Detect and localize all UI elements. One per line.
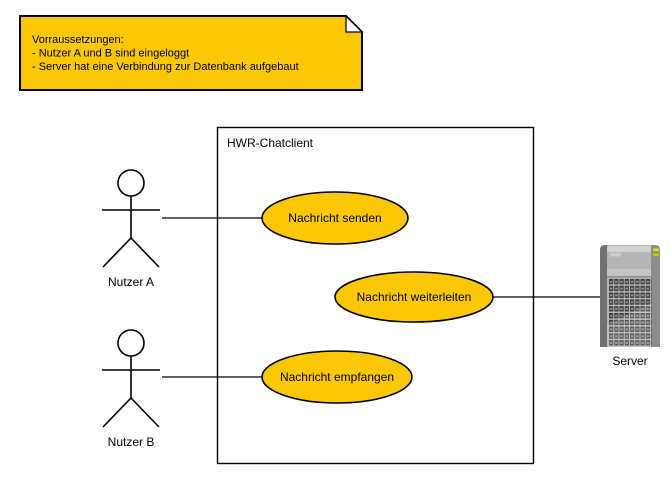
server-band [607, 269, 651, 276]
use-case-label: Nachricht senden [288, 211, 381, 225]
server-vent-grid [609, 279, 652, 347]
server-label: Server [612, 354, 647, 368]
use-case-ellipse [261, 191, 409, 245]
actor-left-leg [102, 397, 132, 428]
server-divider [607, 276, 651, 278]
use-case-nachricht-senden: Nachricht senden [261, 191, 409, 245]
note-line-1: Vorraussetzungen: [32, 34, 124, 46]
use-case-nachricht-weiterleiten: Nachricht weiterleiten [334, 271, 494, 323]
actor-nutzer-a [102, 169, 160, 268]
server-tower-icon [600, 245, 660, 347]
server-led-2 [653, 253, 659, 257]
actor-head [117, 169, 145, 197]
use-case-label: Nachricht weiterleiten [357, 290, 472, 304]
actor-nutzer-b-label: Nutzer B [108, 435, 155, 449]
actor-head [117, 329, 145, 357]
server-left-side [600, 245, 607, 347]
note-preconditions: Vorraussetzungen: - Nutzer A und B sind … [19, 14, 364, 91]
use-case-label: Nachricht empfangen [280, 370, 394, 384]
use-case-ellipse [334, 271, 494, 323]
server-reflection [607, 303, 651, 347]
note-shape [19, 15, 363, 91]
server-led-1 [653, 248, 659, 252]
actor-left-leg [102, 237, 132, 268]
actor-nutzer-a-label: Nutzer A [108, 275, 154, 289]
actor-right-leg [130, 237, 160, 268]
server-right-side [651, 245, 660, 347]
server-top-cap [607, 246, 651, 252]
system-boundary-title: HWR-Chatclient [227, 136, 314, 150]
use-case-nachricht-empfangen: Nachricht empfangen [261, 350, 413, 404]
note-fold-icon [345, 14, 364, 33]
actor-right-leg [130, 397, 160, 428]
server-node: Server [600, 245, 660, 368]
server-drive-slot [610, 253, 621, 257]
note-line-3: - Server hat eine Verbindung zur Datenba… [32, 61, 299, 73]
actor-nutzer-b [102, 329, 160, 428]
note-line-2: - Nutzer A und B sind eingeloggt [32, 48, 189, 60]
use-case-ellipse [261, 350, 413, 404]
